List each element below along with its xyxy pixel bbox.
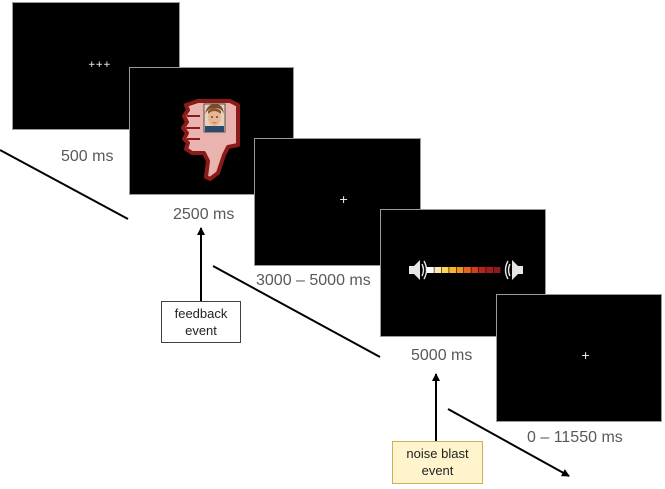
volume-segment (456, 267, 464, 273)
volume-segment (449, 267, 456, 273)
volume-segment (434, 267, 442, 273)
event-label: feedback (174, 306, 228, 321)
duration-label: 3000 – 5000 ms (256, 272, 371, 289)
volume-segment (464, 267, 471, 273)
child-face-photo (203, 103, 226, 133)
noise-blast-event-box: noise blast event (392, 441, 483, 484)
thumbs-down-icon (181, 99, 240, 181)
fixation-cross: + (581, 349, 591, 362)
timeline-segment (212, 265, 381, 358)
fixation-cross: +++ (88, 60, 111, 70)
event-label: event (421, 463, 454, 478)
duration-label: 0 – 11550 ms (527, 429, 623, 446)
duration-label: 5000 ms (411, 347, 473, 364)
noise-volume-display (409, 260, 523, 280)
volume-segment (441, 267, 449, 273)
volume-segment (427, 267, 434, 273)
volume-segment (486, 267, 493, 273)
trial-screen-fixation-3: + (496, 294, 662, 422)
fixation-cross: + (339, 193, 349, 206)
volume-segment (493, 267, 501, 273)
event-label: noise blast (406, 446, 469, 461)
timeline-arrow (447, 408, 570, 477)
volume-bar (427, 267, 501, 273)
timeline-segment (0, 149, 129, 220)
volume-segment (478, 267, 486, 273)
speaker-icon (409, 260, 428, 280)
duration-label: 2500 ms (173, 206, 235, 223)
speaker-icon (504, 260, 523, 280)
event-label: event (185, 323, 217, 338)
feedback-event-box: feedback event (161, 301, 241, 343)
duration-label: 500 ms (61, 148, 114, 165)
volume-segment (471, 267, 479, 273)
